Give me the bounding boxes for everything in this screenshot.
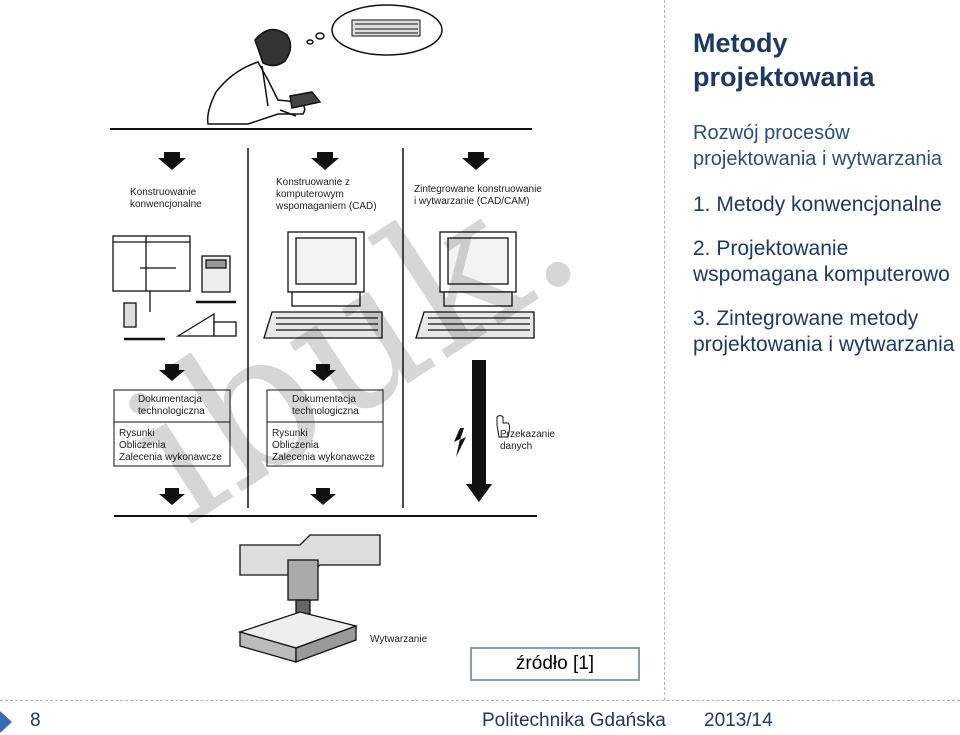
mid-arrows <box>159 364 336 381</box>
col3-label: Zintegrowane konstruowanie i wytwarzanie… <box>414 184 545 207</box>
milling-machine-illustration <box>237 534 381 663</box>
process-diagram-svg: Konstruowanie konwencjonalne Konstruowan… <box>110 4 558 663</box>
method-item-2: 2. Projektowanie wspomagana komputerowo <box>693 237 950 286</box>
computer-illustration-cadcam <box>415 231 535 339</box>
top-arrows <box>158 152 490 170</box>
col1-label: Konstruowanie konwencjonalne <box>130 187 202 210</box>
col2-label: Konstruowanie z komputerowym wspomaganie… <box>275 177 377 212</box>
source-citation: źródło [1] <box>470 647 640 681</box>
slide-title: Metody projektowania <box>693 28 875 92</box>
method-item-1: 1. Metody konwencjonalne <box>693 193 942 216</box>
drafting-tools-illustration <box>112 235 237 341</box>
transfer-label: Przekazanie danych <box>500 429 558 452</box>
method-item-3: 3. Zintegrowane metody projektowania i w… <box>693 307 955 356</box>
manufacturing-label: Wytwarzanie <box>370 634 428 645</box>
vertical-divider <box>664 0 665 700</box>
designer-illustration <box>206 28 325 125</box>
footer-year: 2013/14 <box>704 710 773 731</box>
bottom-arrows <box>159 488 336 505</box>
thought-bubble <box>331 4 443 56</box>
footer-divider <box>0 700 960 701</box>
data-transfer-arrow <box>454 360 510 502</box>
footer-arrow-icon <box>0 711 12 733</box>
slide-text-panel: Metody projektowania Rozwój procesów pro… <box>693 26 960 358</box>
process-diagram: Konstruowanie konwencjonalne Konstruowan… <box>90 4 613 663</box>
slide-subtitle: Rozwój procesów projektowania i wytwarza… <box>693 122 943 170</box>
page-number: 8 <box>30 710 41 731</box>
footer-organization: Politechnika Gdańska <box>482 710 666 731</box>
computer-illustration-cad <box>263 231 383 339</box>
